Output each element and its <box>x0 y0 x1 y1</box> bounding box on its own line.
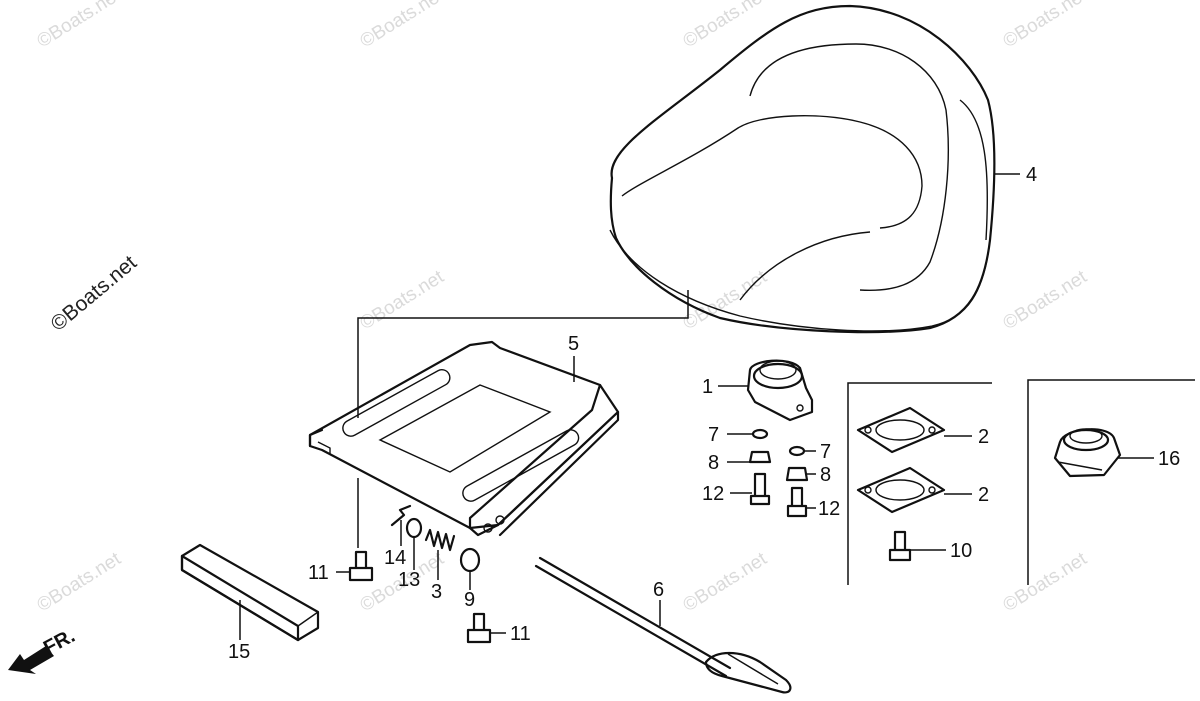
watermark: ©Boats.net <box>357 266 449 334</box>
callout-1: 1 <box>702 376 713 398</box>
callout-4: 4 <box>1026 164 1037 186</box>
callout-2-upper: 2 <box>978 426 989 448</box>
watermark: ©Boats.net <box>357 0 449 52</box>
seat-switch-bracket-part <box>746 359 814 422</box>
watermark-prominent: ©Boats.net <box>46 251 141 336</box>
nut-8-left <box>748 450 772 464</box>
washer-7-left <box>751 428 769 440</box>
switch-section-frame <box>1027 379 1195 585</box>
washer-13 <box>405 517 423 539</box>
washer-7-right <box>788 445 806 457</box>
callout-3: 3 <box>431 581 442 603</box>
seat-to-plate-leader <box>357 290 689 418</box>
callout-12-left: 12 <box>702 483 724 505</box>
bolt-12-left-shank <box>753 472 767 500</box>
clip-14 <box>390 504 412 527</box>
callout-8-left: 8 <box>708 452 719 474</box>
callout-15: 15 <box>228 641 250 663</box>
bolt-12-left-head <box>749 494 771 506</box>
bolt-11-upper <box>348 550 374 582</box>
watermark: ©Boats.net <box>1000 548 1092 616</box>
callout-6: 6 <box>653 579 664 601</box>
watermark: ©Boats.net <box>680 0 772 52</box>
watermark: ©Boats.net <box>1000 0 1092 52</box>
watermark: ©Boats.net <box>1000 266 1092 334</box>
callout-leaders <box>239 173 1154 640</box>
callout-7-left: 7 <box>708 424 719 446</box>
callout-7-right: 7 <box>820 441 831 463</box>
callout-11-lower: 11 <box>510 623 531 645</box>
callout-2-lower: 2 <box>978 484 989 506</box>
callout-5: 5 <box>568 333 579 355</box>
callout-11-upper: 11 <box>308 562 329 584</box>
seat-cushion-part <box>609 4 996 334</box>
watermark: ©Boats.net <box>34 548 126 616</box>
watermarks: ©Boats.net ©Boats.net ©Boats.net ©Boats.… <box>34 0 1092 616</box>
callout-8-right: 8 <box>820 464 831 486</box>
callout-16: 16 <box>1158 448 1180 470</box>
front-direction-arrow: FR. <box>8 625 79 674</box>
callout-10: 10 <box>950 540 972 562</box>
nut-8-right <box>785 466 809 482</box>
bolt-11-lower <box>466 612 492 644</box>
hardware-set-left <box>748 428 772 506</box>
spring-3 <box>424 528 456 552</box>
rod-part-6 <box>534 556 792 694</box>
watermark: ©Boats.net <box>34 0 126 52</box>
block-part-15 <box>180 543 320 642</box>
bolt-12-right-head <box>786 504 808 518</box>
bolt-10-head <box>888 548 912 562</box>
callout-13: 13 <box>398 569 420 591</box>
seat-switch-part <box>1053 428 1122 478</box>
seat-plate-part <box>308 340 620 537</box>
spring-assembly <box>390 504 481 573</box>
watermark: ©Boats.net <box>680 548 772 616</box>
callout-14: 14 <box>384 547 406 569</box>
hardware-set-right <box>785 445 809 518</box>
gasket-section-frame <box>847 382 992 585</box>
gasket-set <box>856 406 946 562</box>
callout-12-right: 12 <box>818 498 840 520</box>
callout-9: 9 <box>464 589 475 611</box>
collar-9 <box>459 547 481 573</box>
callout-labels: 4 5 1 7 8 12 7 8 12 2 2 10 16 11 11 14 1… <box>228 164 1180 663</box>
